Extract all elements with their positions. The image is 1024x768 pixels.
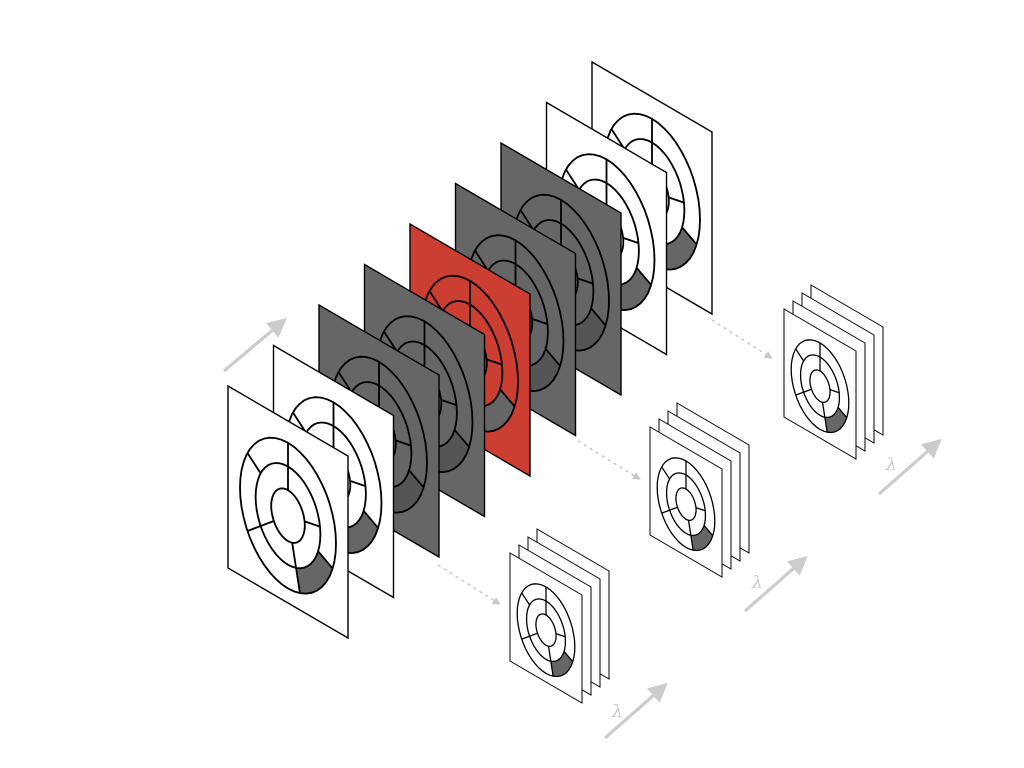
main-stack [227, 60, 713, 640]
spoke-5 [521, 592, 531, 606]
spoke-5 [474, 249, 489, 272]
sub-frame-front [783, 308, 857, 460]
spoke-2 [408, 469, 425, 489]
ring-2 [525, 598, 567, 663]
spoke-4 [247, 520, 275, 532]
shaded-segment [614, 267, 652, 311]
spoke-5 [428, 290, 444, 312]
shaded-segment [341, 510, 379, 554]
ring-3 [809, 369, 831, 404]
spoke-2 [590, 307, 607, 327]
sub-stack-2: λ [649, 402, 763, 593]
spoke-6 [486, 358, 503, 366]
lambda-label: λ [885, 455, 897, 475]
connector-arrow-3 [711, 319, 773, 359]
spoke-2 [563, 651, 574, 663]
spoke-2 [499, 388, 516, 408]
connector-layer [437, 319, 773, 605]
ring-1 [656, 457, 716, 552]
spoke-3 [821, 402, 828, 433]
lambda-label: λ [751, 573, 763, 593]
spoke-6 [304, 520, 321, 528]
spoke-6 [577, 277, 594, 285]
shaded-segment [660, 227, 697, 270]
shaded-segment [387, 470, 424, 513]
spoke-2 [317, 550, 334, 570]
direction-arrow-4 [877, 438, 942, 496]
direction-arrow-1 [222, 318, 287, 373]
arrow-layer [222, 318, 942, 740]
spoke-5 [610, 128, 626, 150]
spoke-2 [837, 407, 848, 419]
spoke-3 [687, 520, 694, 551]
main-frame-1 [227, 384, 349, 640]
spoke-6 [349, 479, 366, 487]
sub-frame-front [649, 426, 723, 578]
shaded-segment [690, 525, 713, 551]
sub-stacks-layer: λ λ λ [509, 284, 897, 722]
ring-1 [790, 339, 850, 434]
lambda-label: λ [611, 702, 623, 722]
ring-1 [516, 583, 576, 678]
spoke-5 [565, 168, 580, 191]
ring-3 [535, 613, 557, 648]
spoke-2 [703, 525, 714, 537]
ring-1 [239, 436, 337, 595]
sub-frame-front [509, 552, 583, 704]
spoke-6 [622, 236, 639, 244]
sub-stack-1: λ [509, 528, 623, 722]
shaded-segment [523, 348, 561, 392]
spoke-6 [395, 439, 412, 447]
spoke-6 [531, 317, 548, 325]
shaded-segment [478, 389, 515, 432]
spoke-4 [521, 632, 538, 640]
spoke-2 [681, 226, 698, 246]
spoke-2 [544, 348, 561, 367]
spoke-3 [291, 542, 301, 594]
spoke-6 [440, 398, 457, 406]
connector-arrow-2 [577, 440, 641, 480]
shaded-segment [824, 407, 847, 433]
spoke-5 [292, 411, 307, 434]
shaded-segment [432, 429, 470, 473]
ring-3 [270, 487, 306, 544]
direction-arrow-2 [603, 682, 668, 740]
spoke-6 [555, 632, 566, 638]
spoke-5 [246, 452, 262, 474]
spoke-6 [695, 506, 706, 512]
spoke-5 [337, 371, 353, 393]
spoke-5 [383, 330, 398, 353]
spoke-4 [661, 506, 678, 514]
spoke-5 [519, 209, 535, 231]
direction-arrow-3 [743, 555, 808, 613]
shaded-segment [569, 308, 606, 351]
shaded-segment [296, 551, 333, 594]
shaded-segment [550, 651, 573, 677]
ring-2 [665, 472, 707, 537]
spoke-2 [453, 429, 470, 448]
sub-stack-3: λ [783, 284, 897, 475]
ring-2 [254, 462, 322, 570]
spoke-6 [668, 196, 685, 204]
ring-3 [675, 487, 697, 522]
spoke-6 [829, 388, 840, 394]
spoke-5 [795, 348, 805, 362]
spoke-4 [795, 388, 812, 396]
ring-2 [799, 354, 841, 419]
connector-arrow-1 [437, 564, 501, 605]
spoke-2 [635, 267, 652, 286]
spoke-5 [661, 466, 671, 480]
spoke-2 [362, 510, 379, 529]
spoke-3 [547, 646, 554, 677]
